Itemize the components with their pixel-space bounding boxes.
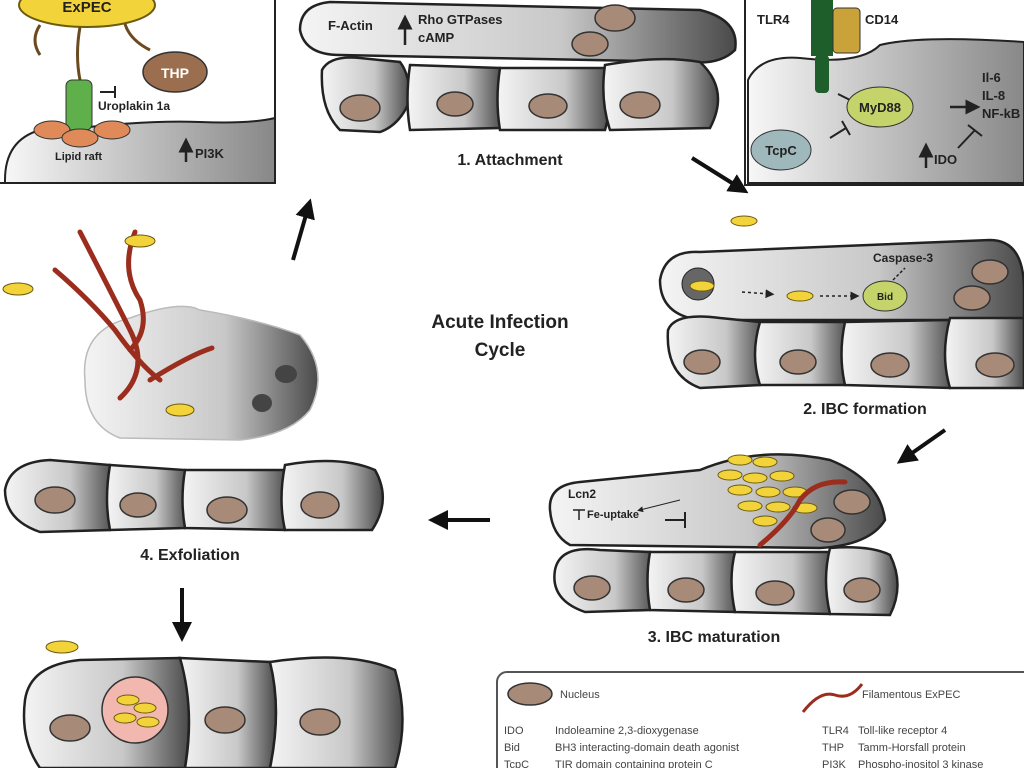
- ido-label: IDO: [934, 152, 957, 167]
- arrow-4-to-1: [291, 198, 315, 261]
- uroplakin-label: Uroplakin 1a: [98, 99, 170, 113]
- legend-nucleus-label: Nucleus: [560, 689, 600, 701]
- lcn2-label: Lcn2: [568, 487, 596, 501]
- pi3k-label: PI3K: [195, 146, 225, 161]
- stage-exfoliation: 4. Exfoliation: [2, 229, 385, 564]
- center-title-line1: Acute Infection: [431, 312, 568, 333]
- myd88-label: MyD88: [859, 100, 901, 115]
- center-title-line2: Cycle: [475, 340, 526, 361]
- output-nfkb: NF-kB: [982, 106, 1020, 121]
- legend-abbr: THP: [822, 742, 844, 754]
- expec-label: ExPEC: [62, 0, 111, 16]
- bid-node: [862, 280, 908, 312]
- cd14-label: CD14: [865, 12, 899, 27]
- caspase3-label: Caspase-3: [873, 251, 933, 265]
- legend-def: Indoleamine 2,3-dioxygenase: [555, 725, 699, 737]
- rho-gtpases-label: Rho GTPases: [418, 12, 503, 27]
- stage-ibc-formation: Bid Caspase-3 2. IBC formation: [658, 215, 1024, 418]
- legend-filamentous-label: Filamentous ExPEC: [862, 689, 960, 701]
- signaling-inset: TLR4 CD14 MyD88 Il-6 IL-8 NF-kB TcpC IDO: [744, 0, 1024, 186]
- attachment-inset: ExPEC THP Uroplakin 1a Lipid raft PI3K: [0, 0, 276, 184]
- legend-abbr: PI3K: [822, 759, 847, 768]
- tcpc-label: TcpC: [765, 143, 797, 158]
- stage-attachment: F-Actin Rho GTPases cAMP 1. Attachment: [298, 0, 737, 169]
- uroplakin-receptor: [65, 79, 93, 131]
- bacterium: [730, 215, 758, 227]
- bacterium: [786, 290, 814, 302]
- stage-ibc-maturation: Lcn2 Fe-uptake 3. IBC maturation: [548, 453, 899, 646]
- bacterium: [124, 234, 156, 248]
- stage-3-label: 3. IBC maturation: [648, 629, 780, 646]
- thp-label: THP: [161, 65, 189, 81]
- cd14-receptor: [832, 7, 861, 54]
- quiescent-reservoir: [22, 640, 404, 768]
- stage-2-label: 2. IBC formation: [803, 401, 927, 418]
- legend-def: BH3 interacting-domain death agonist: [555, 742, 739, 754]
- stage-1-label: 1. Attachment: [457, 152, 563, 169]
- arrow-1-to-2: [690, 156, 749, 194]
- fe-uptake-label: Fe-uptake: [587, 509, 639, 521]
- thp-protein: [142, 51, 208, 93]
- legend: Nucleus Filamentous ExPEC IDO Indoleamin…: [496, 671, 1024, 768]
- legend-abbr: Bid: [504, 742, 520, 754]
- tcpc-node: [750, 129, 812, 171]
- lipid-raft-label: Lipid raft: [55, 151, 102, 163]
- bacterium: [2, 282, 34, 296]
- bacterium: [165, 403, 195, 417]
- myd88-node: [846, 86, 914, 128]
- legend-filament-swatch: [801, 683, 864, 713]
- arrow-2-to-3: [896, 428, 947, 464]
- expec-bacterium: [18, 0, 156, 28]
- legend-abbr: TLR4: [822, 725, 849, 737]
- legend-def: Tamm-Horsfall protein: [858, 742, 966, 754]
- factin-label: F-Actin: [328, 18, 373, 33]
- ibc-bacteria-cluster: [717, 454, 818, 527]
- legend-def: Phospho-inositol 3 kinase: [858, 759, 983, 768]
- legend-def: TIR domain containing protein C: [555, 759, 713, 768]
- legend-abbr: TcpC: [504, 759, 529, 768]
- output-il6: Il-6: [982, 70, 1001, 85]
- tlr4-receptor: [811, 0, 833, 56]
- legend-abbr: IDO: [504, 725, 524, 737]
- legend-def: Toll-like receptor 4: [858, 725, 947, 737]
- stage-4-label: 4. Exfoliation: [140, 547, 240, 564]
- output-il8: IL-8: [982, 88, 1005, 103]
- tlr4-label: TLR4: [757, 12, 790, 27]
- bid-label: Bid: [877, 292, 893, 303]
- camp-label: cAMP: [418, 30, 454, 45]
- legend-nucleus-swatch: [507, 682, 553, 706]
